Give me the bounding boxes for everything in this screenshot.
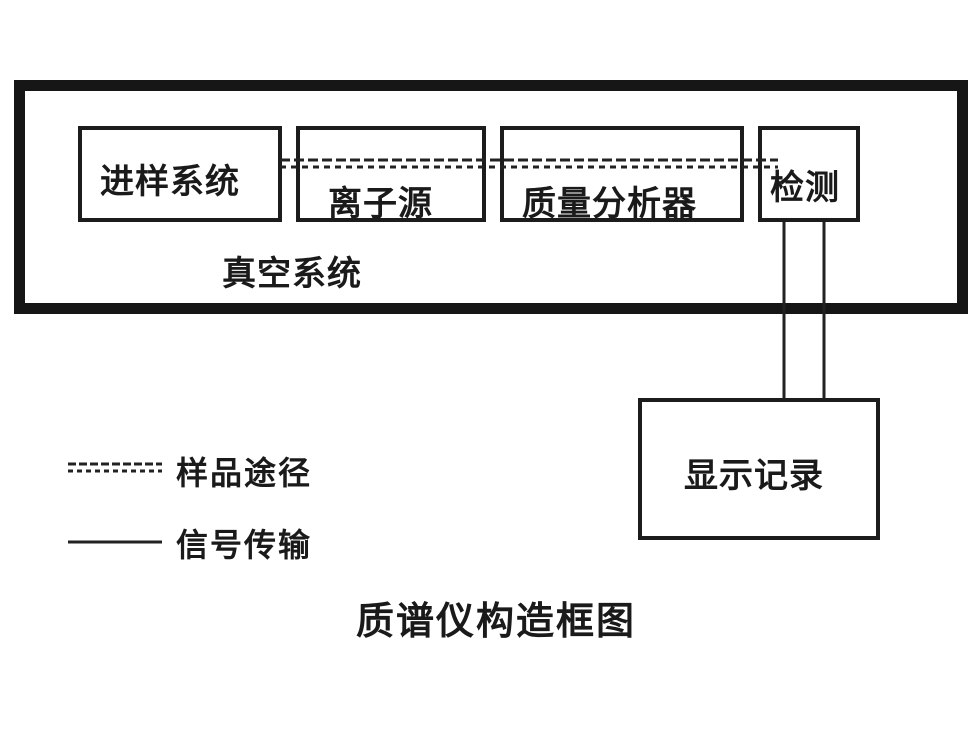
- signal-transmission-lines: [782, 222, 826, 398]
- sample-intro-box: [78, 126, 282, 222]
- sample-path-line: [280, 158, 778, 169]
- vacuum-system-label: 真空系统: [222, 254, 362, 294]
- mass-analyzer-box: [500, 126, 744, 222]
- legend-signal-label: 信号传输: [176, 526, 313, 564]
- detector-box: [758, 126, 860, 222]
- ion-source-box: [296, 126, 486, 222]
- sample-intro-label: 进样系统: [100, 162, 240, 202]
- display-record-label: 显示记录: [684, 456, 824, 496]
- display-record-box: [638, 398, 880, 540]
- ion-source-label: 离子源: [328, 184, 433, 224]
- legend-sample-path-symbol: [68, 462, 162, 473]
- detector-label: 检测: [770, 168, 840, 208]
- mass-analyzer-label: 质量分析器: [522, 184, 697, 224]
- diagram-caption: 质谱仪构造框图: [356, 599, 637, 643]
- legend-sample-path-label: 样品途径: [176, 454, 313, 492]
